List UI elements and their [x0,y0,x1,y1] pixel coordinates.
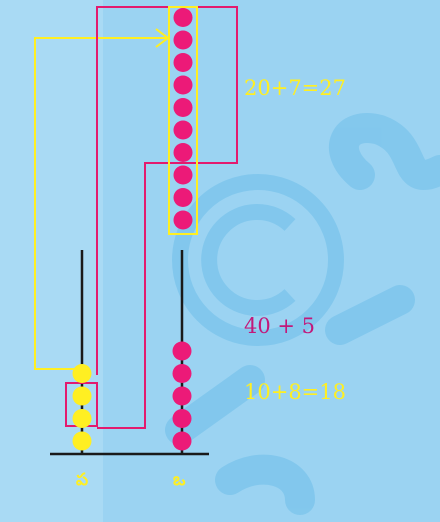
bead-magenta [173,432,192,451]
column-label-left: ప [76,470,88,494]
bead-moved [174,98,193,117]
bead-moved [174,188,193,207]
beads-moved [174,8,193,230]
equation-middle: 40 + 5 [244,314,315,338]
bead-moved [174,121,193,140]
bead-moved [174,143,193,162]
bead-magenta [173,409,192,428]
equation-bottom: 10+8=18 [244,380,346,404]
bead-yellow [73,409,92,428]
bead-moved [174,53,193,72]
bead-magenta [173,364,192,383]
bead-yellow [73,364,92,383]
bead-yellow [73,432,92,451]
bead-moved [174,8,193,27]
column-label-right: ఒ [173,470,185,494]
bead-moved [174,211,193,230]
bead-moved [174,31,193,50]
bead-magenta [173,387,192,406]
bead-moved [174,166,193,185]
equation-top: 20+7=27 [244,76,346,100]
bead-yellow [73,387,92,406]
bead-magenta [173,342,192,361]
bead-moved [174,76,193,95]
